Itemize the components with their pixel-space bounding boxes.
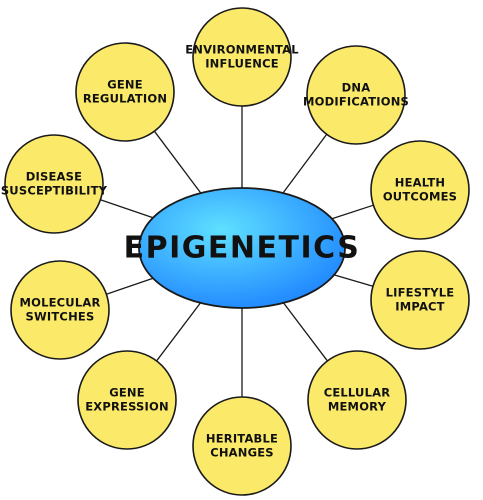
- node-label-disease-susceptibility-line-2: SUSCEPTIBILITY: [1, 184, 108, 198]
- node-label-environmental-influence-line-2: INFLUENCE: [205, 57, 279, 71]
- center-title: EPIGENETICS: [124, 231, 361, 266]
- connector-lines: [100, 106, 374, 397]
- node-circle-heritable-changes: [192, 396, 292, 496]
- node-label-lifestyle-impact-line-2: IMPACT: [395, 300, 444, 314]
- node-label-gene-expression-line-1: GENE: [109, 386, 145, 400]
- node-label-gene-regulation-line-1: GENE: [107, 78, 143, 92]
- node-label-gene-regulation-line-2: REGULATION: [83, 92, 167, 106]
- node-circle-lifestyle-impact: [370, 250, 470, 350]
- node-label-dna-modifications-line-2: MODIFICATIONS: [303, 95, 409, 109]
- node-label-dna-modifications-line-1: DNA: [342, 81, 371, 95]
- connector-disease-susceptibility: [100, 199, 154, 219]
- connector-dna-modifications: [282, 133, 328, 194]
- node-label-gene-expression-line-2: EXPRESSION: [85, 400, 169, 414]
- node-label-heritable-changes-line-1: HERITABLE: [206, 432, 278, 446]
- central-concept: EPIGENETICS: [124, 187, 361, 309]
- node-label-health-outcomes-line-2: OUTCOMES: [383, 190, 457, 204]
- node-label-disease-susceptibility-line-1: DISEASE: [26, 170, 82, 184]
- node-circle-environmental-influence: [192, 7, 292, 107]
- node-circle-molecular-switches: [10, 260, 110, 360]
- connector-lifestyle-impact: [333, 274, 374, 287]
- node-label-molecular-switches-line-1: MOLECULAR: [19, 296, 100, 310]
- concept-nodes: ENVIRONMENTALINFLUENCEDNAMODIFICATIONSHE…: [1, 7, 470, 496]
- node-circle-health-outcomes: [370, 140, 470, 240]
- center-ellipse: [138, 187, 346, 309]
- connector-health-outcomes: [331, 204, 374, 220]
- node-circle-gene-expression: [77, 350, 177, 450]
- node-circle-dna-modifications: [306, 45, 406, 145]
- connector-gene-expression: [156, 302, 201, 362]
- node-label-environmental-influence-line-1: ENVIRONMENTAL: [185, 43, 299, 57]
- node-label-lifestyle-impact-line-1: LIFESTYLE: [386, 286, 455, 300]
- node-label-molecular-switches-line-2: SWITCHES: [26, 310, 95, 324]
- node-label-cellular-memory-line-2: MEMORY: [328, 400, 387, 414]
- node-circle-cellular-memory: [307, 350, 407, 450]
- node-circle-gene-regulation: [75, 42, 175, 142]
- connector-cellular-memory: [283, 302, 328, 362]
- node-label-heritable-changes-line-2: CHANGES: [210, 446, 274, 460]
- connector-molecular-switches: [106, 277, 154, 295]
- node-circle-disease-susceptibility: [4, 134, 104, 234]
- node-label-health-outcomes-line-1: HEALTH: [395, 176, 445, 190]
- connector-gene-regulation: [153, 130, 202, 194]
- node-label-cellular-memory-line-1: CELLULAR: [324, 386, 391, 400]
